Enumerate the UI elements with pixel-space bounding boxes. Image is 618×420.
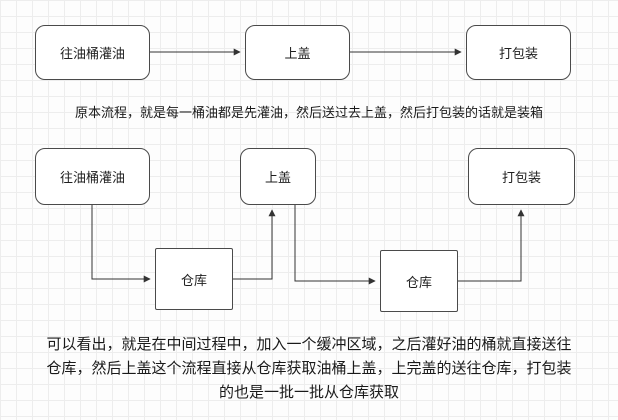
flow1-node-pack: 打包装 bbox=[466, 25, 571, 80]
flow1-node-lid: 上盖 bbox=[245, 25, 350, 80]
flow2-node-fill-barrel: 往油桶灌油 bbox=[35, 148, 150, 205]
arrow-f2-warehouse2-to-pack bbox=[458, 209, 525, 282]
arrow-f2-fill-to-warehouse1 bbox=[91, 205, 151, 283]
flow2-node-warehouse-1: 仓库 bbox=[155, 248, 233, 310]
flow2-node-lid: 上盖 bbox=[240, 148, 316, 205]
flow2-node-pack: 打包装 bbox=[468, 148, 575, 205]
flow1-node-fill-barrel: 往油桶灌油 bbox=[35, 25, 150, 80]
flow2-node-warehouse-2: 仓库 bbox=[380, 250, 458, 312]
caption-buffered-process-wrap: 可以看出，就是在中间过程中，加入一个缓冲区域，之后灌好油的桶就直接送往仓库，然后… bbox=[0, 333, 618, 405]
caption-original-process: 原本流程，就是每一桶油都是先灌油，然后送过去上盖，然后打包装的话就是装箱 bbox=[74, 105, 543, 120]
arrow-f2-lid-to-warehouse2 bbox=[294, 205, 376, 285]
arrow-f2-warehouse1-to-lid bbox=[233, 209, 276, 280]
caption-buffered-process: 可以看出，就是在中间过程中，加入一个缓冲区域，之后灌好油的桶就直接送往仓库，然后… bbox=[46, 336, 572, 401]
